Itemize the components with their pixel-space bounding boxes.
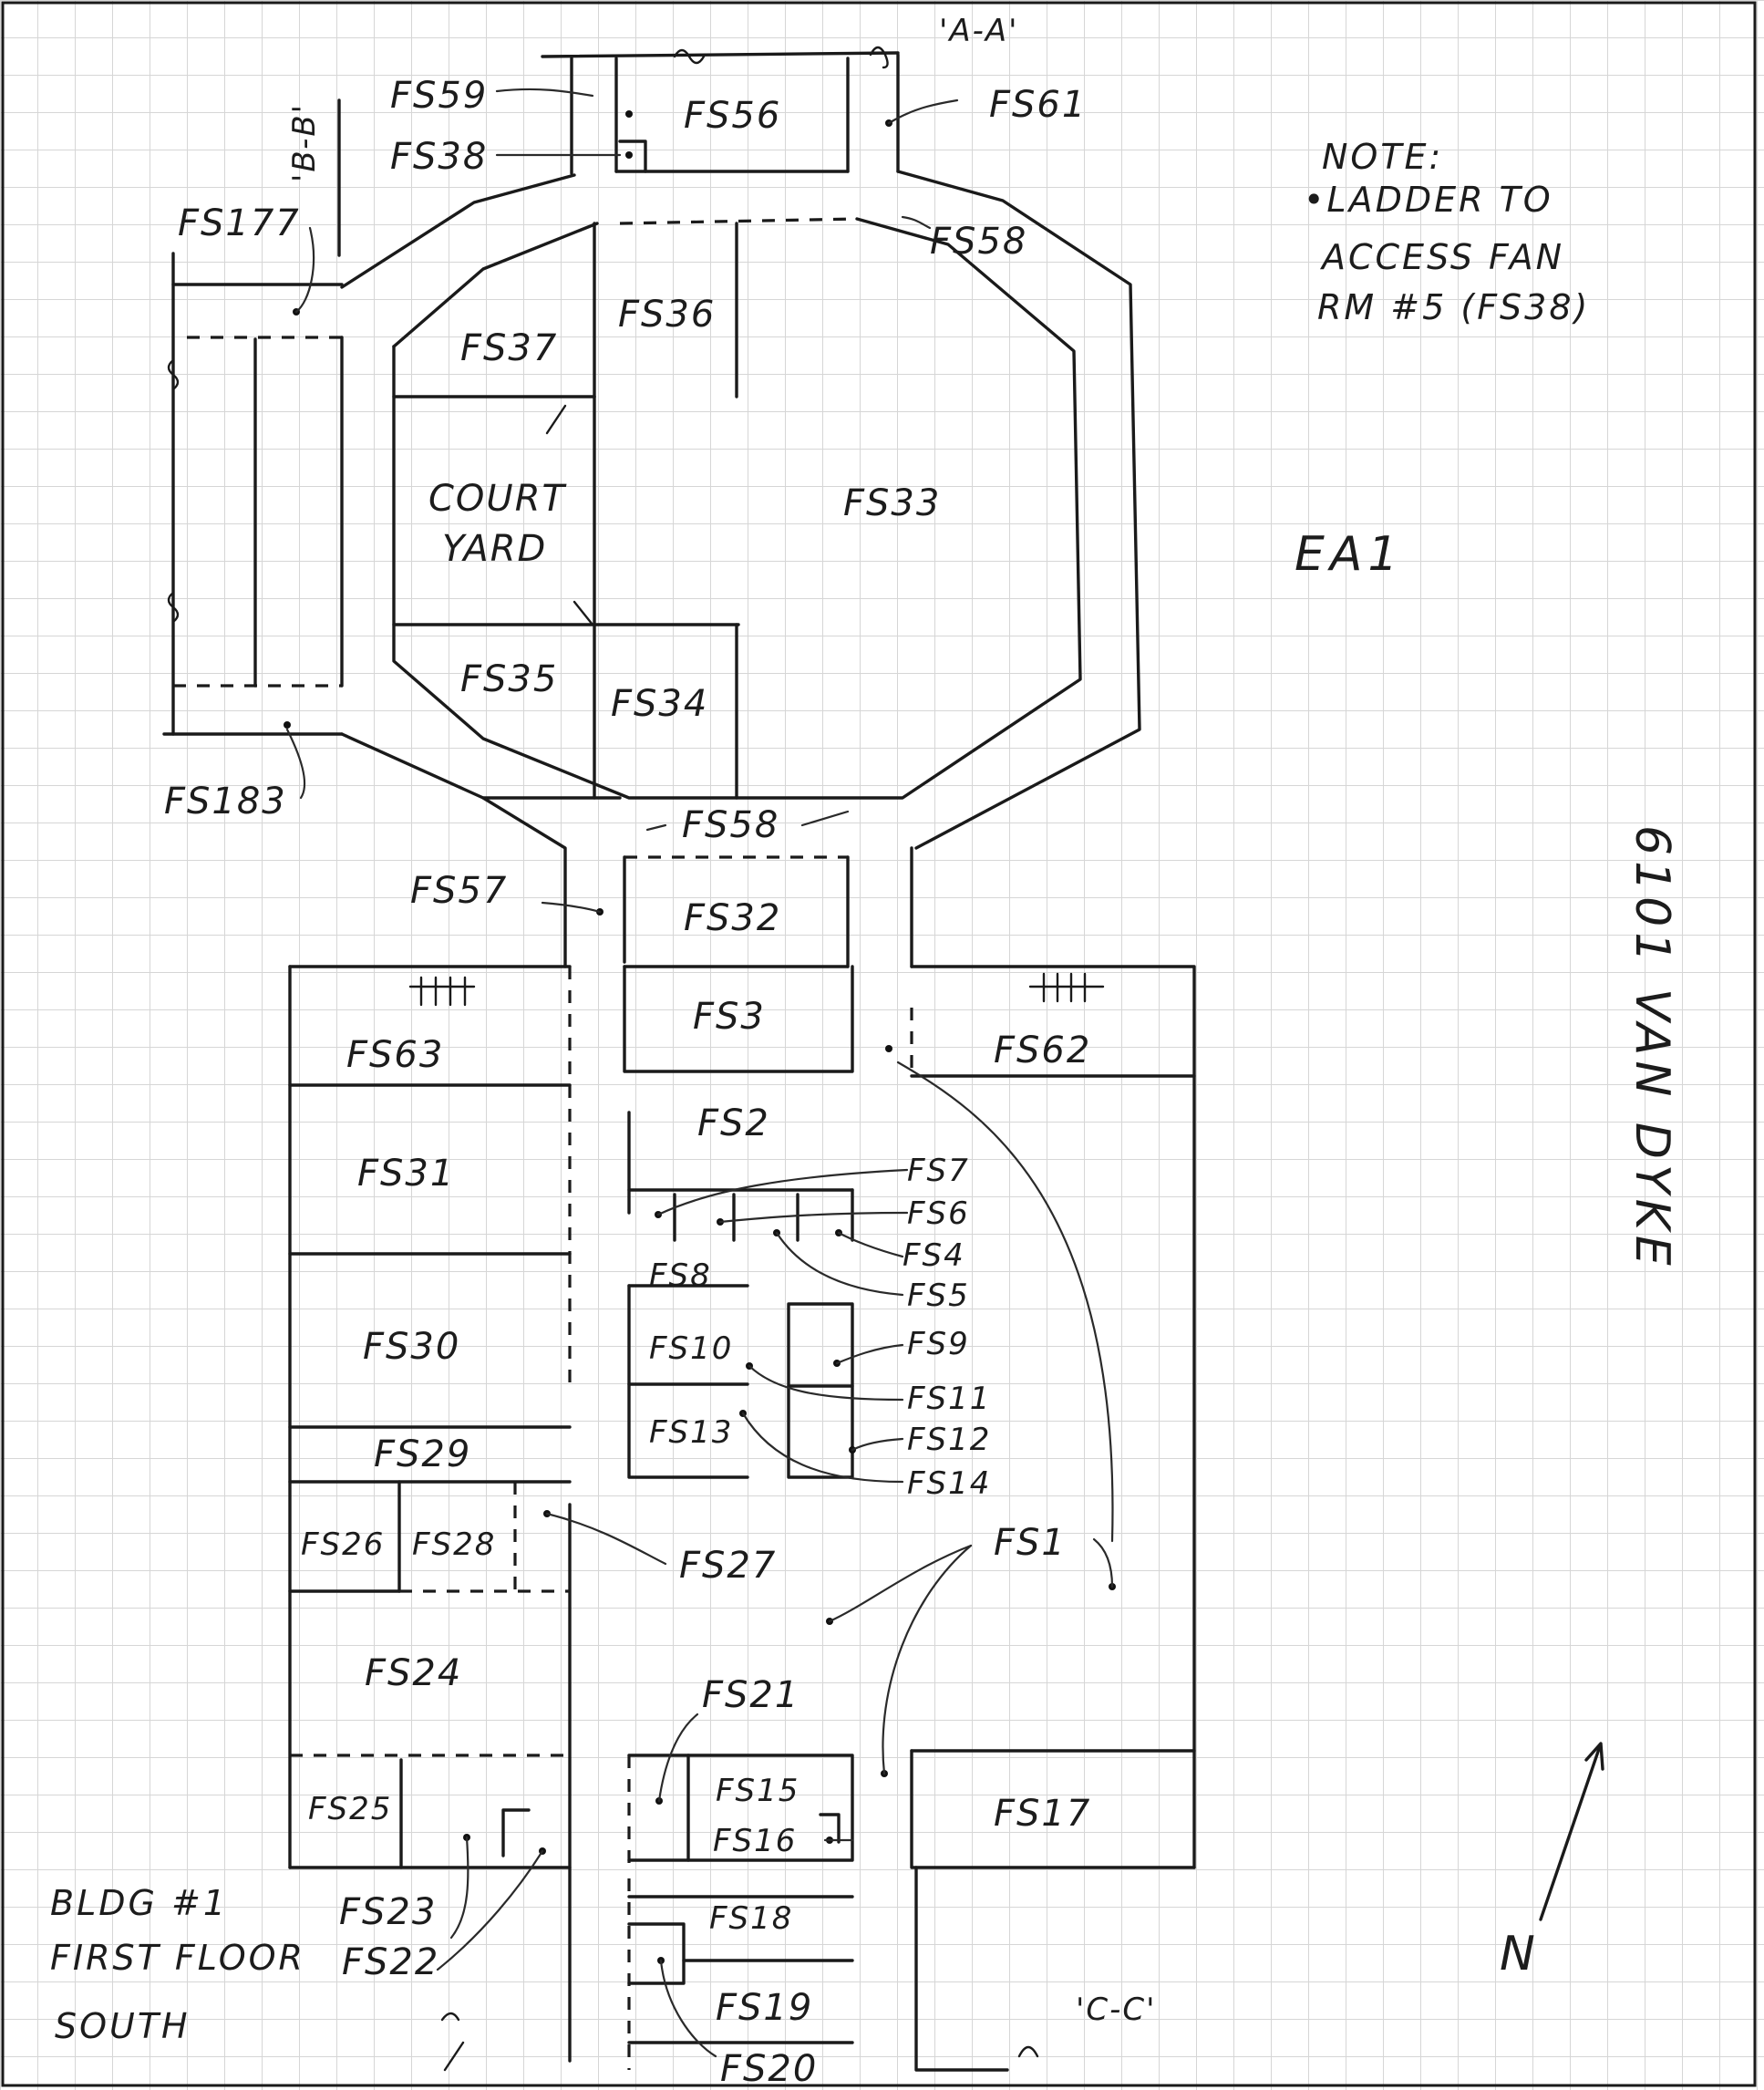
room-fs13: FS13	[649, 1414, 733, 1451]
building-line-1: BLDG #1	[50, 1883, 228, 1923]
room-fs31: FS31	[357, 1153, 455, 1195]
callout-fs5: FS5	[907, 1278, 970, 1314]
room-fs17: FS17	[994, 1793, 1091, 1835]
section-label-a-a: 'A-A'	[939, 13, 1018, 49]
text-labels: 'A-A' 'B-B' 'C-C' NOTE: •LADDER TO ACCES…	[50, 13, 1679, 2090]
callout-fs27: FS27	[679, 1545, 777, 1587]
callout-leaders	[285, 88, 1604, 2072]
callout-fs6: FS6	[907, 1195, 970, 1232]
room-fs62: FS62	[994, 1029, 1091, 1071]
note-line-3: RM #5 (FS38)	[1317, 287, 1590, 327]
area-label: EA1	[1295, 527, 1404, 582]
callout-fs38: FS38	[390, 136, 488, 178]
room-fs25: FS25	[308, 1791, 392, 1827]
callout-fs59: FS59	[390, 75, 488, 117]
callout-fs23: FS23	[339, 1891, 437, 1933]
room-fs18: FS18	[709, 1900, 793, 1937]
room-fs35: FS35	[460, 658, 558, 700]
room-fs37: FS37	[460, 327, 558, 369]
room-fs28: FS28	[412, 1526, 496, 1563]
callout-fs21: FS21	[702, 1674, 799, 1716]
callout-fs58-top: FS58	[930, 221, 1027, 263]
north-label: N	[1500, 1927, 1541, 1981]
callout-fs183: FS183	[164, 781, 287, 823]
room-fs24: FS24	[365, 1652, 462, 1694]
callout-fs11: FS11	[907, 1381, 991, 1417]
callout-fs177: FS177	[178, 202, 301, 244]
room-fs2: FS2	[697, 1102, 770, 1144]
room-fs3: FS3	[693, 996, 766, 1038]
callout-fs9: FS9	[907, 1326, 970, 1362]
room-fs29: FS29	[374, 1433, 471, 1475]
room-fs30: FS30	[363, 1326, 460, 1368]
room-fs16: FS16	[713, 1823, 797, 1859]
room-fs34: FS34	[611, 683, 708, 725]
room-fs19: FS19	[716, 1987, 813, 2029]
note-heading: NOTE:	[1322, 137, 1443, 177]
room-fs63: FS63	[346, 1034, 444, 1076]
room-fs33: FS33	[843, 482, 941, 524]
callout-fs58-bottom: FS58	[682, 804, 779, 846]
callout-fs7: FS7	[907, 1153, 970, 1189]
callout-fs4: FS4	[903, 1237, 965, 1274]
room-fs10: FS10	[649, 1330, 733, 1367]
callout-fs14: FS14	[907, 1465, 991, 1502]
section-label-b-b: 'B-B'	[286, 103, 323, 182]
room-fs36: FS36	[618, 294, 716, 336]
callout-fs22: FS22	[342, 1941, 439, 1983]
room-fs8: FS8	[649, 1257, 712, 1294]
courtyard-line-2: YARD	[442, 528, 547, 570]
callout-fs57: FS57	[410, 870, 508, 912]
room-fs26: FS26	[301, 1526, 385, 1563]
section-label-c-c: 'C-C'	[1076, 1992, 1156, 2028]
building-line-3: SOUTH	[55, 2006, 191, 2046]
room-fs15: FS15	[716, 1773, 799, 1809]
note-line-2: ACCESS FAN	[1319, 237, 1564, 277]
callout-fs12: FS12	[907, 1422, 991, 1458]
main-wing-walls	[288, 796, 1196, 2072]
octagon-ring-walls	[162, 170, 1141, 850]
room-fs56: FS56	[684, 95, 781, 137]
note-line-1: •LADDER TO	[1304, 180, 1553, 220]
callout-fs1: FS1	[994, 1522, 1067, 1564]
room-fs32: FS32	[684, 897, 781, 939]
courtyard-line-1: COURT	[428, 478, 567, 520]
building-line-2: FIRST FLOOR	[50, 1938, 305, 1978]
street-label: 6101 VAN DYKE	[1625, 825, 1679, 1271]
callout-fs61: FS61	[989, 84, 1087, 126]
callout-fs20: FS20	[720, 2048, 818, 2090]
